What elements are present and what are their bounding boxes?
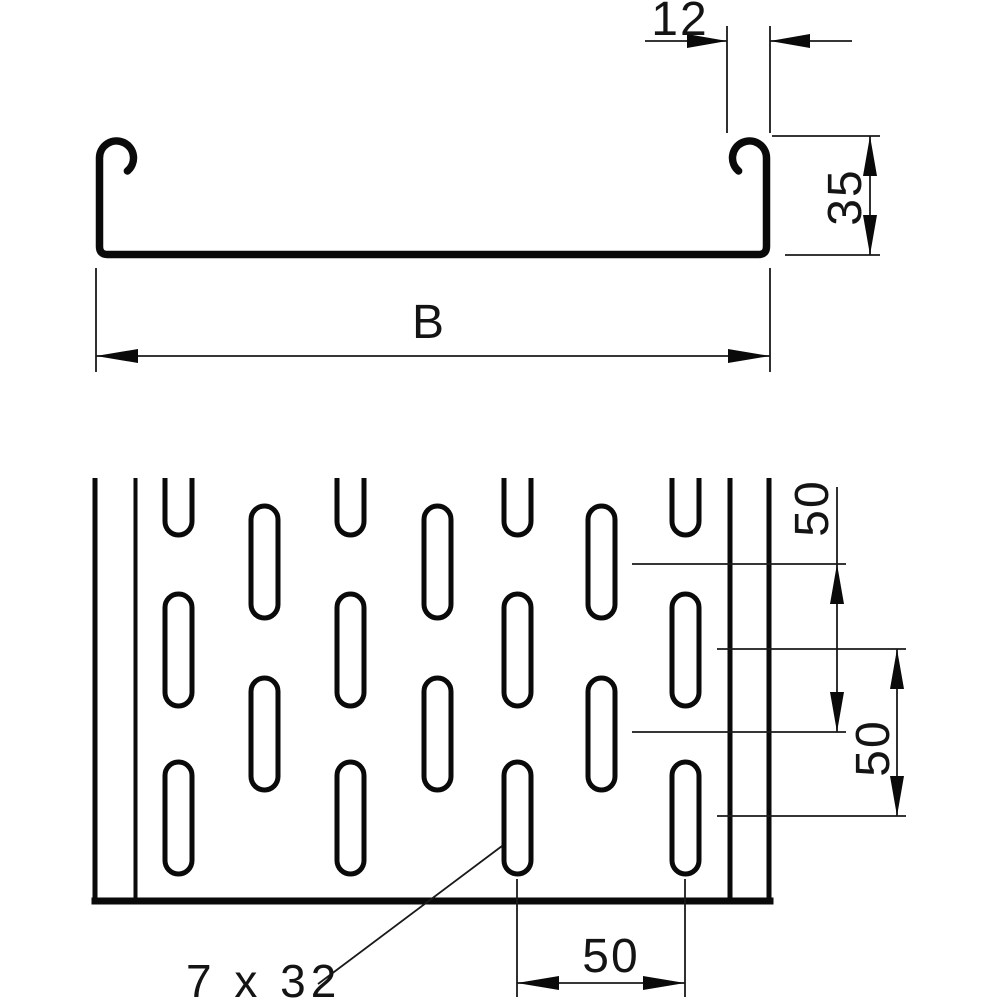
slot — [248, 675, 281, 793]
arrowhead-up-icon — [863, 136, 877, 176]
slot — [585, 503, 618, 621]
slot-size-label: 7 x 32 — [186, 955, 341, 1000]
arrowhead-left-icon — [517, 976, 559, 990]
perforation-slots — [162, 478, 702, 877]
slot — [421, 503, 454, 621]
slot — [669, 759, 702, 877]
slot — [501, 591, 534, 709]
dim-overall-width: B — [95, 268, 771, 372]
slot — [248, 503, 281, 621]
slot — [162, 759, 195, 877]
slot — [669, 591, 702, 709]
slot — [421, 675, 454, 793]
arrowhead-right-icon — [728, 349, 770, 363]
arrowhead-left-icon — [770, 34, 810, 48]
arrowhead-right-icon — [687, 34, 727, 48]
dim-side-height: 35 — [772, 135, 880, 256]
dim-label-overall-width: B — [412, 296, 446, 349]
dim-slot-pitch-bottom: 50 — [516, 879, 686, 997]
slot — [334, 591, 367, 709]
slot — [334, 478, 367, 538]
arrowhead-down-icon — [863, 215, 877, 255]
arrowhead-up-icon — [890, 649, 904, 689]
slot — [162, 591, 195, 709]
slot — [334, 759, 367, 877]
dim-row-pitch-lower: 50 — [717, 648, 906, 817]
dim-row-pitch-upper: 50 — [632, 479, 846, 733]
arrowhead-down-icon — [890, 776, 904, 816]
plan-view: 50 50 50 7 — [91, 478, 906, 1000]
arrowhead-up-icon — [830, 564, 844, 604]
arrowhead-down-icon — [830, 692, 844, 732]
dim-label-slot-pitch: 50 — [582, 930, 639, 983]
arrowhead-left-icon — [96, 349, 138, 363]
slot-size-callout: 7 x 32 — [186, 845, 503, 1000]
dim-label-row-pitch-upper: 50 — [786, 479, 839, 536]
leader-line — [317, 845, 503, 985]
tray-rails — [91, 478, 774, 905]
slot — [501, 759, 534, 877]
channel-profile-outline — [95, 137, 771, 259]
dim-label-row-pitch-lower: 50 — [847, 719, 900, 776]
slot — [585, 675, 618, 793]
slot — [501, 478, 534, 538]
dim-lip-width: 12 — [645, 0, 852, 133]
dim-label-lip-width: 12 — [651, 0, 708, 46]
profile-view: 12 35 B — [95, 0, 880, 372]
dim-label-side-height: 35 — [819, 168, 872, 225]
arrowhead-right-icon — [643, 976, 685, 990]
slot — [669, 478, 702, 538]
slot — [162, 478, 195, 538]
